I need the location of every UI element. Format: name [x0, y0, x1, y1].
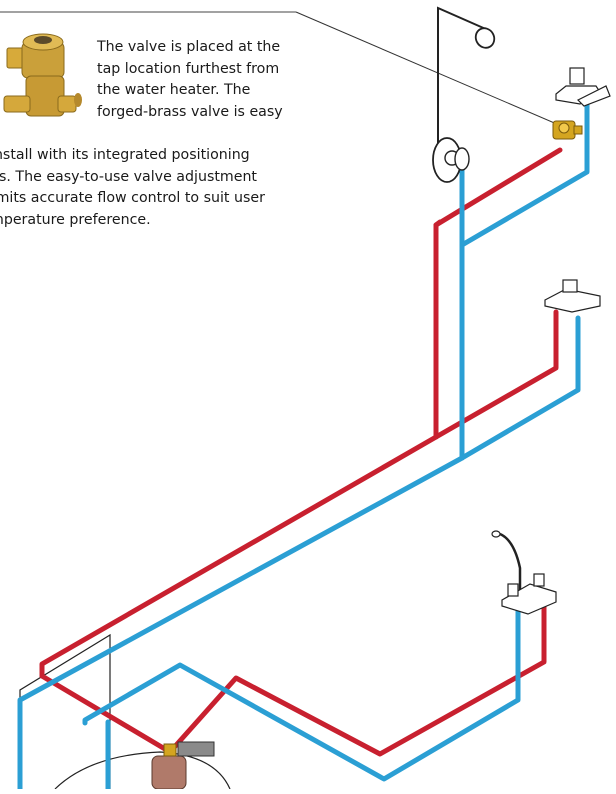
valve-description-continued: install with its integrated positioning …: [0, 145, 310, 231]
caption-line: install with its integrated positioning: [0, 145, 310, 167]
caption-line: rmits accurate flow control to suit user: [0, 188, 310, 210]
faucet-icon: [556, 68, 610, 106]
brass-valve-icon: [553, 121, 582, 139]
faucet-icon-kitchen: [492, 531, 556, 614]
brass-valve-photo: [4, 34, 82, 116]
caption-line: the water heater. The: [97, 80, 312, 102]
hot-pipe-network: [42, 150, 560, 760]
caption-line: mperature preference.: [0, 210, 310, 232]
faucet-icon-middle: [545, 280, 600, 312]
caption-line: tap location furthest from: [97, 59, 312, 81]
valve-description-block: The valve is placed at the tap location …: [97, 37, 312, 123]
caption-line: gs. The easy-to-use valve adjustment: [0, 167, 310, 189]
caption-line: The valve is placed at the: [97, 37, 312, 59]
leader-line: [296, 12, 566, 128]
caption-line: forged-brass valve is easy: [97, 102, 312, 124]
